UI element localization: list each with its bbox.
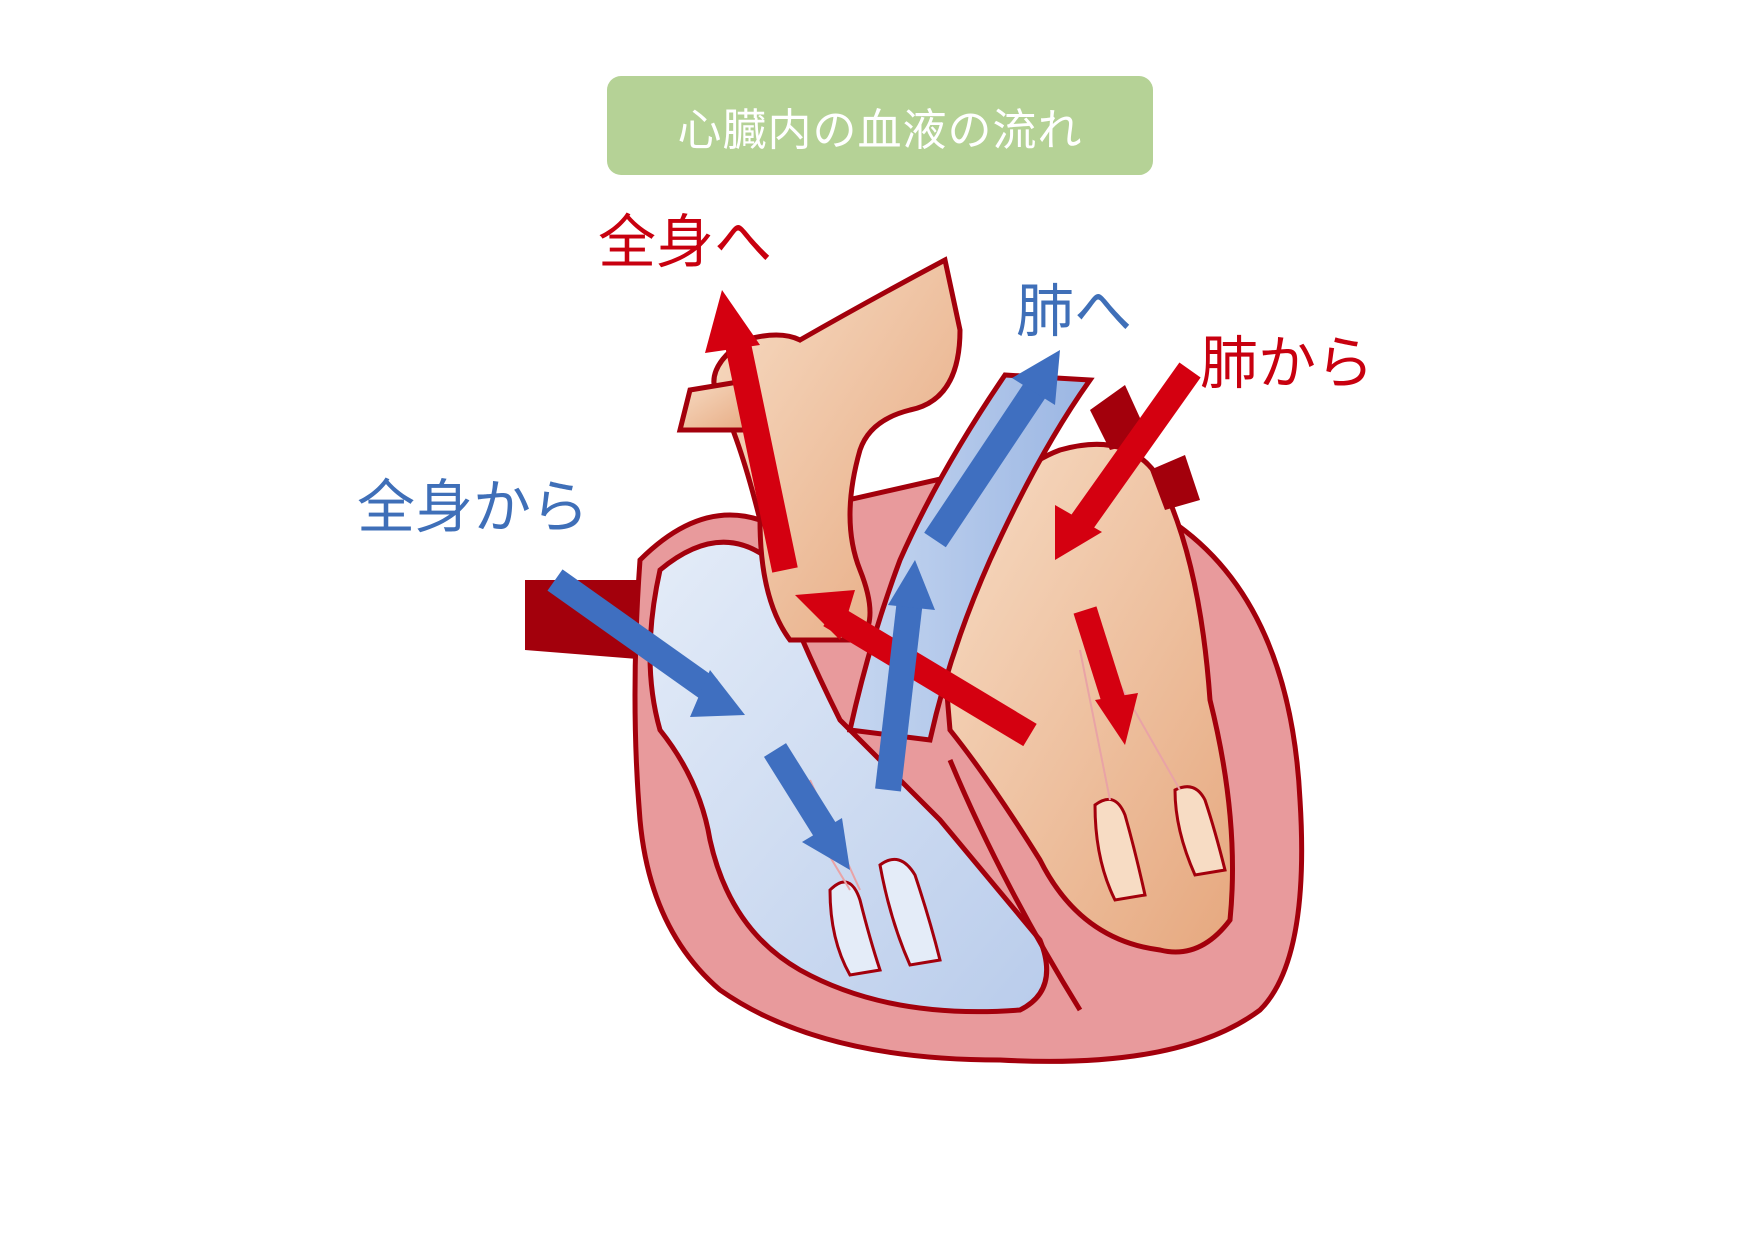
septum xyxy=(947,759,1083,1012)
tricuspid-papillary-2 xyxy=(878,857,942,967)
arrow-from-body xyxy=(547,569,745,717)
arrow-to-lungs xyxy=(924,350,1060,548)
arrow-rv-up xyxy=(875,560,935,792)
tricuspid-papillary-1 xyxy=(828,880,882,977)
arrow-la-to-lv xyxy=(1073,606,1138,745)
label-from-lungs: 肺から xyxy=(1200,329,1375,397)
page-title: 心臓内の血液の流れ xyxy=(677,104,1083,156)
arrow-to-body xyxy=(705,290,798,573)
arrow-ra-to-rv xyxy=(763,743,850,870)
mitral-papillary-2 xyxy=(1173,785,1227,877)
arrow-lv-to-aorta xyxy=(795,590,1037,747)
label-from-body: 全身から xyxy=(357,473,590,541)
label-to-body: 全身へ xyxy=(598,208,773,276)
arrow-from-lungs xyxy=(1055,362,1201,560)
left-chambers xyxy=(937,441,1235,955)
title-box: 心臓内の血液の流れ xyxy=(607,76,1153,175)
mitral-papillary-1 xyxy=(1093,797,1147,902)
pulmonary-vein-lower xyxy=(1150,455,1200,510)
label-to-lungs: 肺へ xyxy=(1016,277,1133,345)
